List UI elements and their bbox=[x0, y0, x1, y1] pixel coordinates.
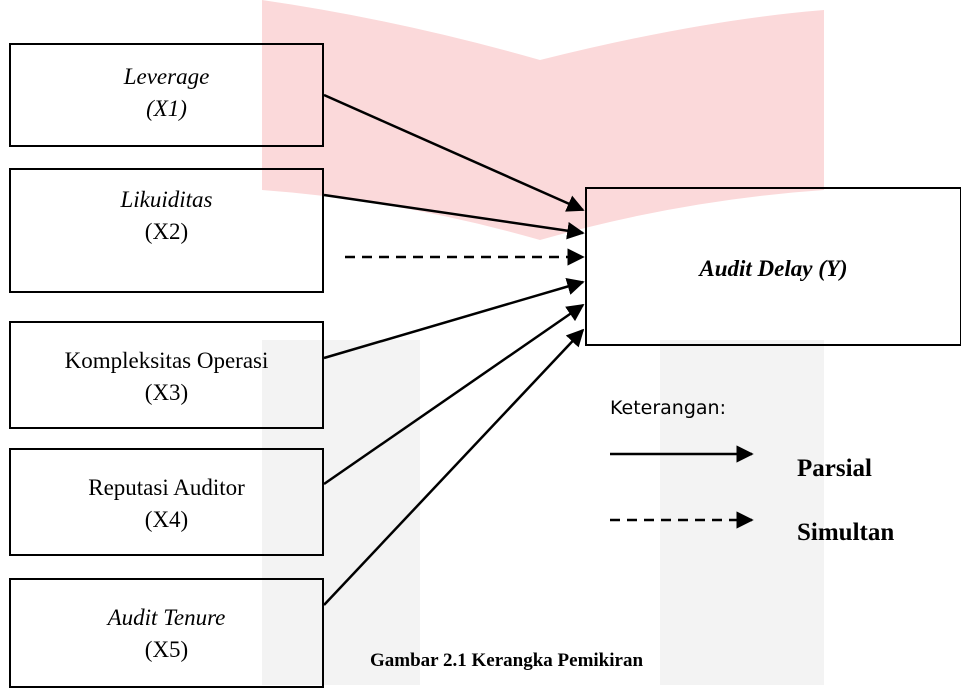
node-variable: (X3) bbox=[144, 380, 189, 405]
legend-label-parsial: Parsial bbox=[797, 455, 872, 482]
node-audit-tenure-x5: Audit Tenure (X5) bbox=[9, 578, 324, 688]
node-label: Kompleksitas Operasi bbox=[64, 348, 269, 373]
target-label: Audit Delay (Y) bbox=[699, 256, 848, 281]
node-variable: (X4) bbox=[144, 507, 189, 532]
legend-label-simultan: Simultan bbox=[797, 519, 895, 546]
node-label: Leverage bbox=[123, 64, 210, 89]
node-audit-delay-y: Audit Delay (Y) bbox=[585, 187, 961, 346]
node-leverage-x1: Leverage (X1) bbox=[9, 43, 324, 147]
node-kompleksitas-operasi-x3: Kompleksitas Operasi (X3) bbox=[9, 321, 324, 429]
node-label: Audit Tenure bbox=[107, 605, 226, 630]
node-reputasi-auditor-x4: Reputasi Auditor (X4) bbox=[9, 448, 324, 556]
figure-caption: Gambar 2.1 Kerangka Pemikiran bbox=[370, 650, 644, 671]
watermark-u-shape bbox=[262, 340, 824, 685]
node-variable: (X5) bbox=[144, 637, 189, 662]
node-variable: (X2) bbox=[144, 219, 189, 244]
legend-title: Keterangan: bbox=[610, 397, 726, 419]
node-likuiditas-x2: Likuiditas (X2) bbox=[9, 168, 324, 293]
node-label: Reputasi Auditor bbox=[88, 475, 245, 500]
node-label: Likuiditas bbox=[120, 187, 213, 212]
node-variable: (X1) bbox=[146, 96, 187, 121]
